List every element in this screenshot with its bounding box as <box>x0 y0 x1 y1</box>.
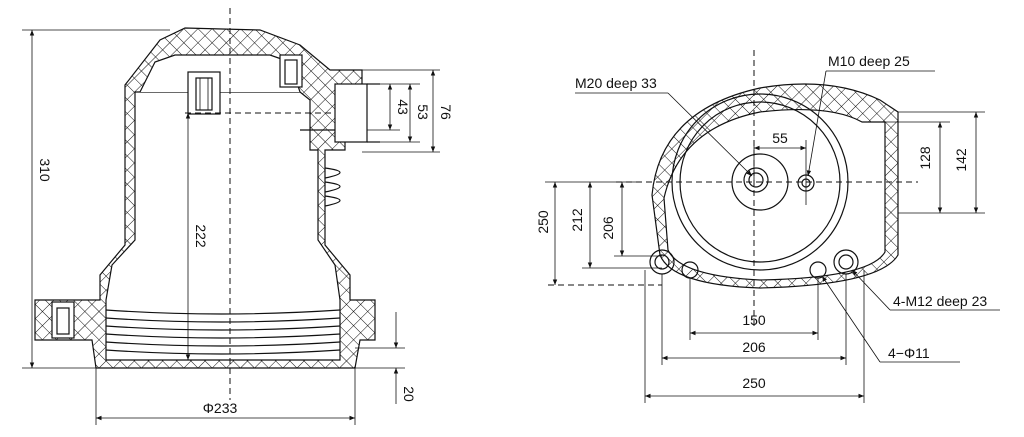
left-inner-cavity <box>105 91 341 361</box>
left-threads <box>105 309 341 355</box>
left-sheds <box>324 167 341 207</box>
dim-76: 76 <box>438 104 454 120</box>
dim-150: 150 <box>742 312 766 328</box>
dim-222: 222 <box>193 224 209 248</box>
dim-55: 55 <box>772 130 788 146</box>
dim-53: 53 <box>415 104 431 120</box>
left-insert-top-left <box>187 71 221 115</box>
left-view: 310 222 43 53 76 20 Φ233 <box>22 8 454 425</box>
label-m12: 4-M12 deep 23 <box>893 293 987 309</box>
dim-212: 212 <box>569 208 585 232</box>
right-center-hole <box>743 167 769 193</box>
dim-310: 310 <box>37 158 53 182</box>
dim-206-vertical: 206 <box>600 216 616 240</box>
left-insert-bottom <box>51 301 75 339</box>
left-side-port <box>185 83 380 143</box>
right-face <box>663 108 886 281</box>
label-phi11: 4−Φ11 <box>888 345 930 361</box>
dim-20: 20 <box>401 386 417 402</box>
dim-128: 128 <box>917 146 933 170</box>
right-view: M20 deep 33 M10 deep 25 4-M12 deep 23 4−… <box>535 50 1000 403</box>
label-m20: M20 deep 33 <box>575 75 657 91</box>
dim-250-vertical: 250 <box>535 210 551 234</box>
dim-142: 142 <box>953 148 969 172</box>
right-bottom-holes <box>649 249 859 279</box>
dim-phi233: Φ233 <box>203 400 238 416</box>
dim-43: 43 <box>395 99 411 115</box>
label-m10: M10 deep 25 <box>828 53 910 69</box>
dim-206-horizontal: 206 <box>742 339 766 355</box>
dim-250-horizontal: 250 <box>742 375 766 391</box>
left-insert-top-right <box>279 54 303 88</box>
